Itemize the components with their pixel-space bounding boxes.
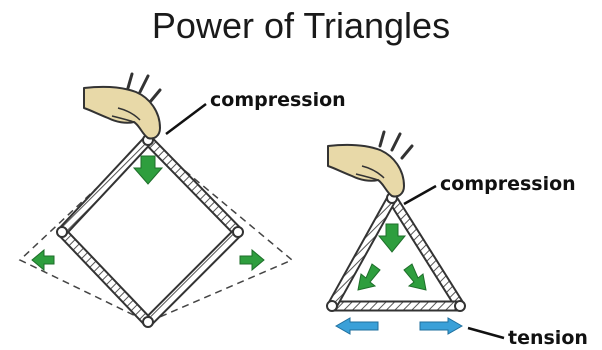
tension-callout: tension (508, 327, 588, 349)
arrow-down-icon (132, 155, 164, 185)
compression-callout-square: compression (210, 89, 346, 111)
square-frame-diagram: compression (18, 72, 346, 328)
deformed-shape-outline (18, 138, 294, 323)
tension-arrow-right-icon (419, 317, 464, 335)
arrow-right-icon (239, 248, 265, 272)
triangle-frame-beams (327, 195, 465, 312)
tension-arrow-left-icon (334, 317, 379, 335)
arrow-down-right-icon (403, 263, 427, 291)
press-lines-icon (378, 130, 414, 160)
tension-leader-line (467, 326, 505, 340)
triangle-frame-joints (326, 192, 466, 312)
press-lines-icon (126, 72, 162, 104)
page-title: Power of Triangles (151, 5, 451, 46)
triangle-frame-diagram: compression tension (326, 130, 588, 349)
arrow-down-left-icon (357, 263, 381, 291)
square-frame-beams (57, 136, 242, 326)
arrow-down-icon (377, 223, 407, 253)
hand-icon (83, 85, 161, 140)
compression-leader-line (165, 103, 207, 135)
arrow-left-icon (31, 248, 55, 272)
compression-callout-triangle: compression (440, 173, 576, 195)
hand-icon (327, 143, 405, 198)
compression-leader-line (403, 184, 437, 206)
